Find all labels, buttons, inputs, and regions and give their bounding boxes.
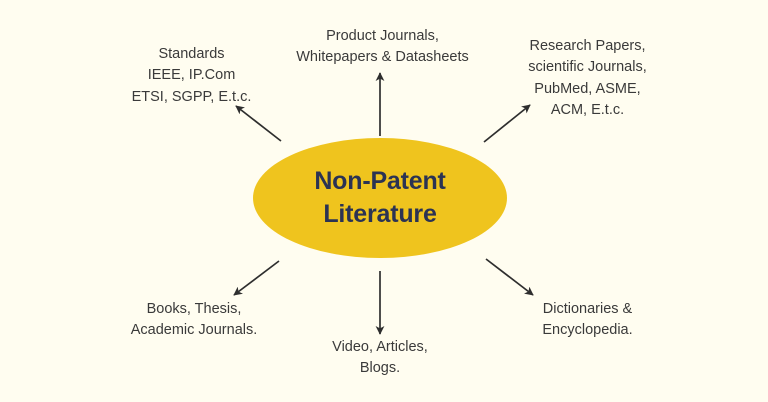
branch-label-line: Books, Thesis, bbox=[146, 301, 242, 317]
branch-label-books-thesis: Books, Thesis, Academic Journals. bbox=[104, 299, 284, 342]
branch-label-line: scientific Journals, bbox=[528, 59, 647, 76]
branch-label-line: ETSI, SGPP, E.t.c. bbox=[131, 88, 252, 105]
branch-label-line: Research Papers, bbox=[529, 38, 646, 54]
branch-label-line: IEEE, IP.Com bbox=[147, 67, 236, 84]
branch-label-video-articles: Video, Articles, Blogs. bbox=[300, 337, 460, 380]
branch-label-line: Whitepapers & Datasheets bbox=[296, 49, 469, 66]
branch-label-line: Encyclopedia. bbox=[542, 322, 633, 339]
arrow-to-dictionaries bbox=[485, 258, 534, 296]
branch-label-line: PubMed, ASME, bbox=[534, 80, 641, 97]
arrow-to-standards bbox=[235, 105, 282, 142]
arrow-to-research-papers bbox=[483, 104, 531, 143]
branch-label-line: Academic Journals. bbox=[130, 322, 258, 339]
branch-label-line: Dictionaries & bbox=[542, 301, 633, 317]
center-node-line-1: Non-Patent bbox=[314, 167, 446, 195]
branch-label-standards: Standards IEEE, IP.Com ETSI, SGPP, E.t.c… bbox=[104, 44, 279, 108]
branch-label-research-papers: Research Papers, scientific Journals, Pu… bbox=[500, 36, 675, 122]
branch-label-line: Blogs. bbox=[359, 360, 401, 377]
branch-label-dictionaries: Dictionaries & Encyclopedia. bbox=[500, 299, 675, 342]
center-node-line-2: Literature bbox=[323, 200, 437, 228]
branch-label-product-journals: Product Journals, Whitepapers & Datashee… bbox=[275, 26, 490, 69]
branch-label-line: Product Journals, bbox=[326, 28, 439, 44]
branch-label-line: Video, Articles, bbox=[332, 339, 428, 355]
branch-label-line: ACM, E.t.c. bbox=[550, 102, 625, 119]
branch-label-line: Standards bbox=[158, 46, 225, 62]
arrow-to-books-thesis bbox=[233, 260, 280, 296]
center-node-non-patent-literature: Non-Patent Literature bbox=[253, 138, 507, 258]
